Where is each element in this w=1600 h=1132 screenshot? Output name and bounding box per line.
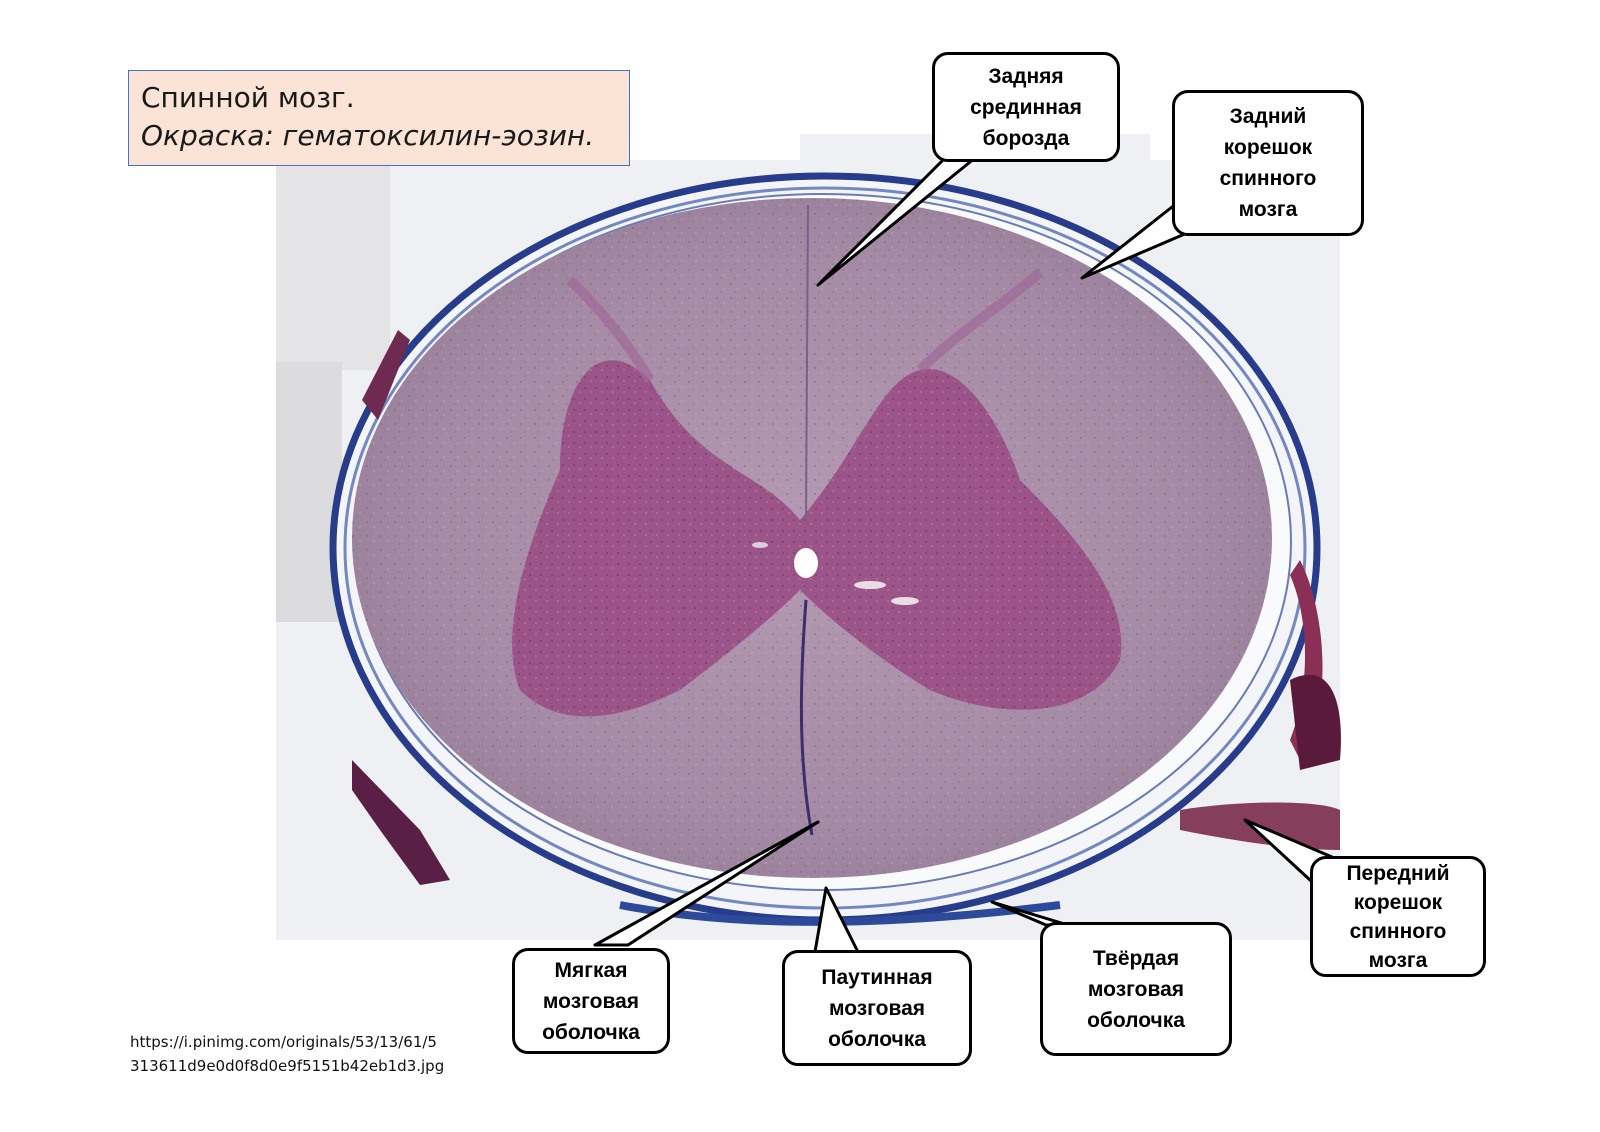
label-dura-mater: Твёрдая мозговая оболочка [1040,922,1232,1056]
title-line-2: Окраска: гематоксилин-эозин. [141,119,595,152]
title-box: Спинной мозг. Окраска: гематоксилин-эози… [128,70,630,166]
source-url: https://i.pinimg.com/originals/53/13/61/… [130,1033,445,1075]
spinal-cord [352,198,1272,878]
label-pia-mater: Мягкая мозговая оболочка [512,948,670,1054]
central-canal [794,548,818,578]
title-line-1: Спинной мозг. [141,81,355,114]
pointer-pia-mater [593,820,820,947]
label-posterior-median-sulcus: Задняя срединная борозда [932,52,1120,162]
label-anterior-root: Передний корешок спинного мозга [1310,856,1486,977]
label-posterior-root: Задний корешок спинного мозга [1172,90,1364,236]
label-arachnoid-mater: Паутинная мозговая оболочка [782,950,972,1066]
